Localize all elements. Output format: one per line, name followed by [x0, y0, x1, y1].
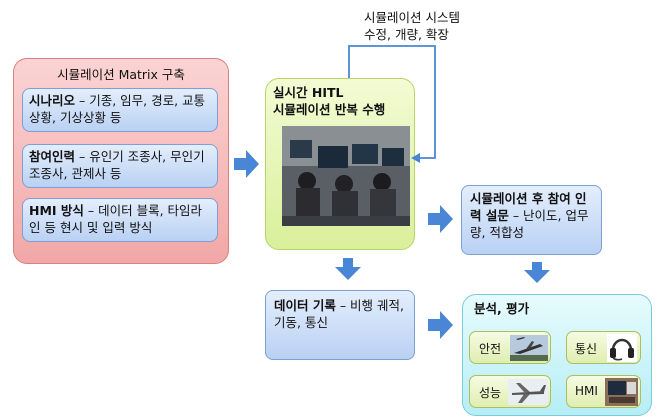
feedback-arrowhead — [411, 153, 420, 163]
headset-icon — [607, 334, 637, 362]
communication-label: 통신 — [575, 342, 598, 356]
scenario-head: 시나리오 — [29, 93, 76, 108]
data-record-text: – 비행 궤적, 기동, 통신 — [274, 298, 405, 330]
arrow-matrix-to-hitl — [234, 150, 259, 178]
hmi-method-text: – 데이터 블록, 타임라인 등 현시 및 입력 방식 — [29, 203, 203, 235]
monitor-icon — [605, 378, 638, 406]
personnel-box: 참여인력 – 유인기 조종사, 무인기 조종사, 관제사 등 — [22, 144, 218, 188]
feedback-line1: 시뮬레이션 시스템 — [364, 10, 460, 25]
personnel-head: 참여인력 — [29, 149, 76, 164]
hmi-method-box: HMI 방식 – 데이터 블록, 타임라인 등 현시 및 입력 방식 — [22, 198, 218, 242]
scenario-text: – 기종, 임무, 경로, 교통상황, 기상상황 등 — [29, 93, 206, 125]
personnel-text: – 유인기 조종사, 무인기 조종사, 관제사 등 — [29, 149, 205, 181]
survey-text: – 난이도, 업무량, 적합성 — [470, 208, 589, 240]
scenario-box: 시나리오 – 기종, 임무, 경로, 교통상황, 기상상황 등 — [22, 88, 218, 132]
hmi-item: HMI — [566, 375, 641, 408]
hitl-title-line2: 시뮬레이션 반복 수행 — [273, 102, 386, 117]
communication-item: 통신 — [566, 331, 641, 364]
feedback-line2: 수정, 개량, 확장 — [364, 27, 449, 42]
feedback-loop-line — [348, 45, 436, 159]
hitl-title-line1: 실시간 HITL — [273, 85, 344, 100]
arrow-hitl-to-survey — [428, 205, 453, 233]
matrix-title: 시뮬레이션 Matrix 구축 — [57, 67, 185, 82]
aircraft-icon — [510, 335, 548, 361]
survey-box: 시뮬레이션 후 참여 인력 설문 – 난이도, 업무량, 적합성 — [461, 185, 602, 255]
hmi-method-head: HMI 방식 — [29, 203, 84, 218]
safety-label: 안전 — [479, 342, 502, 356]
performance-label: 성능 — [479, 386, 502, 400]
performance-item: 성능 — [469, 375, 551, 408]
safety-item: 안전 — [469, 331, 551, 364]
hmi-label: HMI — [575, 384, 598, 398]
data-record-head: 데이터 기록 — [274, 298, 336, 313]
drone-icon — [508, 379, 548, 405]
arrow-hitl-to-record — [335, 258, 361, 280]
survey-head: 시뮬레이션 후 참여 인력 설문 — [470, 191, 587, 223]
simulation-photo — [282, 126, 410, 226]
arrow-survey-to-analysis — [524, 262, 550, 283]
arrow-record-to-analysis — [428, 311, 453, 339]
data-record-box: 데이터 기록 – 비행 궤적, 기동, 통신 — [265, 290, 415, 360]
analysis-title: 분석, 평가 — [474, 301, 530, 316]
